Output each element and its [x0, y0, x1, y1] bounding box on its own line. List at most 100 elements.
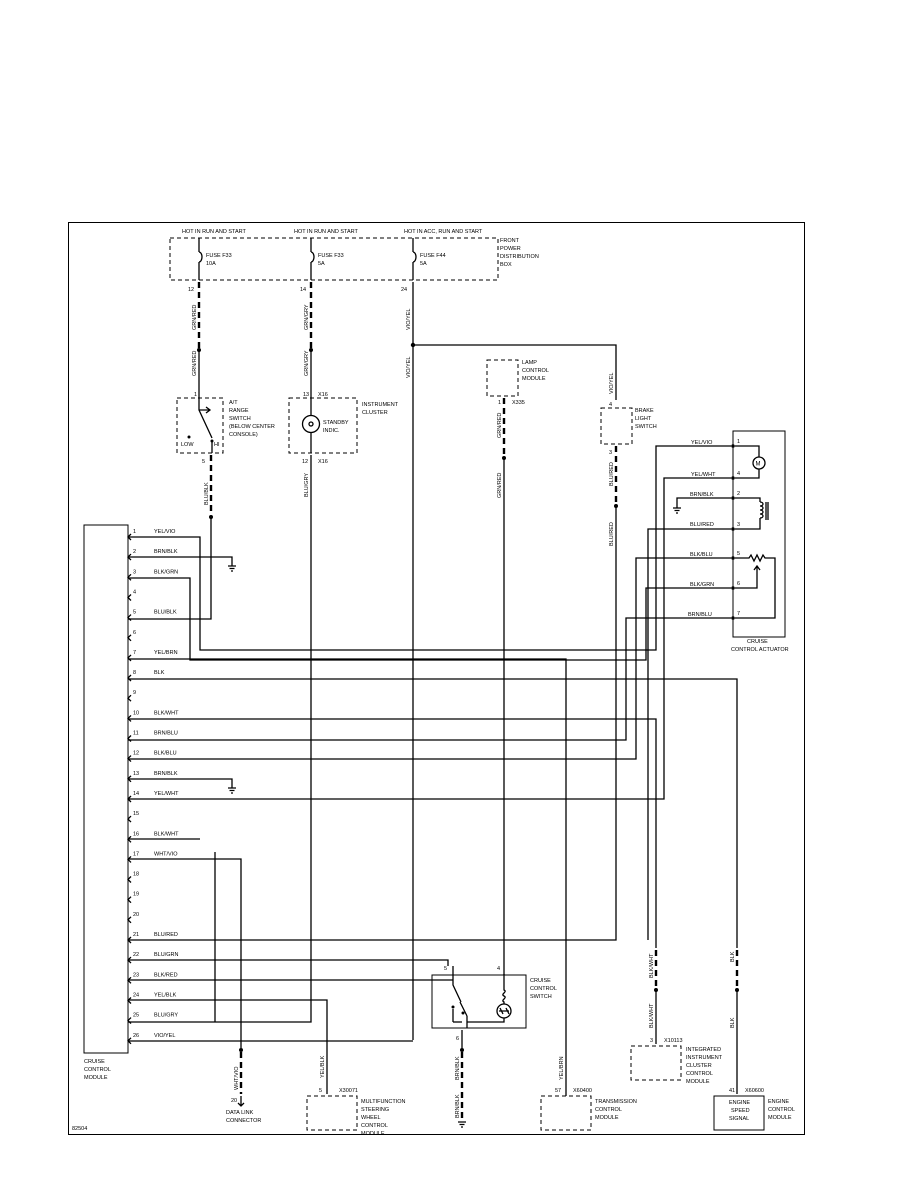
ccm-pin-number: 7: [133, 650, 136, 656]
range-label-1: A/T: [229, 400, 238, 406]
dlc-label-1: DATA LINK: [226, 1110, 254, 1116]
act-pin-6: 6: [737, 581, 740, 587]
fuse-1-pin: 12: [188, 287, 194, 293]
switch-contact-icon: [198, 398, 213, 439]
pdb-label-1: FRONT: [500, 238, 520, 244]
wire-label: YEL/BLK: [320, 1055, 326, 1078]
ccm-pin-terminal: [127, 735, 132, 742]
splice-dot: [239, 1048, 243, 1052]
ccs-pin-left: 5: [444, 966, 447, 972]
wire-vio-yel-brake: [413, 344, 617, 400]
ccm-pin-terminal: [127, 876, 132, 883]
wire-blk-grn: [128, 577, 731, 661]
power-distribution-box: HOT IN RUN AND START HOT IN RUN AND STAR…: [169, 229, 539, 293]
mfsw-label-2: STEERING: [361, 1107, 389, 1113]
wire-label: BLK/WHT: [649, 953, 655, 978]
ccm-wire-label: YEL/WHT: [154, 791, 179, 797]
resistor-icon: [502, 974, 506, 1004]
tcm-pin: 57: [555, 1088, 561, 1094]
wire-label: BLU/BLK: [204, 482, 210, 505]
ccm-pin-number: 3: [133, 569, 136, 575]
wire-label: GRN/RED: [497, 473, 503, 498]
ccm-wire-label: YEL/VIO: [154, 529, 176, 535]
range-hi-label: HI: [214, 442, 220, 448]
ccm-pin-terminal: [127, 634, 132, 642]
fuse-2-rating: 5A: [318, 261, 325, 267]
ccm-pin-terminal: [127, 795, 132, 803]
motor-label: M: [756, 462, 761, 468]
ccm-wire-label: BRN/BLK: [154, 771, 178, 777]
dlc-pin: 20: [231, 1098, 237, 1104]
ccs-label-3: SWITCH: [530, 994, 552, 1000]
bls-label-2: LIGHT: [635, 416, 652, 422]
ground-icon: [673, 507, 681, 514]
ic-indic-2: INDIC.: [323, 428, 340, 434]
wire-ccm-5: [128, 517, 212, 620]
wire-label: GRN/GRY: [304, 304, 310, 330]
wire-label: YEL/WHT: [691, 472, 716, 478]
ccm-label-2: CONTROL: [84, 1067, 111, 1073]
diagram-frame: [68, 222, 805, 1135]
ecm-signal-2: SPEED: [731, 1108, 750, 1114]
ccm-label-1: CRUISE: [84, 1059, 105, 1065]
ccm-pin-number: 18: [133, 872, 139, 878]
ccm-wire-label: BLU/GRY: [154, 1013, 178, 1019]
wire-label: YEL/BRN: [559, 1056, 565, 1080]
ecm-signal-3: SIGNAL: [729, 1116, 749, 1122]
ccm-pin-terminal: [127, 594, 132, 601]
mfsw-control-module: 5 X30071 MULTIFUNCTION STEERING WHEEL CO…: [306, 1088, 406, 1137]
ccm-pin-number: 16: [133, 831, 139, 837]
tcm-label-1: TRANSMISSION: [595, 1099, 637, 1105]
ccm-pin-terminal: [127, 1017, 132, 1025]
lcm-conn: X335: [512, 400, 525, 406]
ccm-pin-number: 15: [133, 811, 139, 817]
wire-label: BLK/WHT: [649, 1003, 655, 1028]
range-switch-pin-bottom: 5: [202, 459, 205, 465]
ccm-pin-terminal: [127, 694, 132, 702]
fuse-2-pin: 14: [300, 287, 306, 293]
data-link-connector: 20 DATA LINK CONNECTOR: [226, 1096, 261, 1124]
mfsw-label-1: MULTIFUNCTION: [361, 1099, 406, 1105]
ccm-pin-terminal: [127, 896, 132, 904]
instrument-cluster: 13 X16 STANDBY INDIC. INSTRUMENT CLUSTER…: [288, 392, 399, 465]
ccm-pin-terminal: [127, 674, 132, 682]
ic-indic-1: STANDBY: [323, 420, 349, 426]
lcm-label-2: CONTROL: [522, 368, 549, 374]
ecm-conn: X60600: [745, 1088, 764, 1094]
range-switch: 1 LOW HI A/T RANGE SWITCH (BELOW CENTER …: [176, 392, 275, 465]
wire-label: BRN/BLK: [455, 1056, 461, 1080]
wire-yel-blk: [128, 999, 328, 1094]
ccm-pin-terminal: [127, 533, 132, 541]
iccm-label-2: INSTRUMENT: [686, 1055, 723, 1061]
bls-label-3: SWITCH: [635, 424, 657, 430]
mfsw-label-3: WHEEL: [361, 1115, 381, 1121]
iccm-label-5: MODULE: [686, 1079, 710, 1085]
indicator-lamp-icon: [301, 414, 321, 434]
solenoid-coil-icon: [759, 501, 764, 519]
ccm-pin-number: 24: [133, 993, 139, 999]
pdb-label-4: BOX: [500, 262, 512, 268]
act-pin-7: 7: [737, 611, 740, 617]
lcm-label-1: LAMP: [522, 360, 537, 366]
ccm-pin-number: 14: [133, 791, 139, 797]
wire-label: VIO/YEL: [609, 373, 615, 394]
range-label-4: (BELOW CENTER: [229, 424, 275, 430]
wire-label: BLK/GRN: [690, 582, 714, 588]
ccm-wire-label: BRN/BLU: [154, 731, 178, 737]
act-pin-4: 4: [737, 471, 740, 477]
lamp-control-module: LAMP CONTROL MODULE 1 X335: [486, 359, 549, 406]
tcm-label-2: CONTROL: [595, 1107, 622, 1113]
ccm-pin-number: 21: [133, 932, 139, 938]
actuator-pins: [731, 444, 735, 620]
ecm-pin: 41: [729, 1088, 735, 1094]
ccm-pin-number: 23: [133, 972, 139, 978]
brake-light-switch: 4 3 BRAKE LIGHT SWITCH: [600, 402, 657, 456]
dlc-label-2: CONNECTOR: [226, 1118, 261, 1124]
ecm-label-2: CONTROL: [768, 1107, 795, 1113]
cruise-control-module: CRUISE CONTROL MODULE: [83, 524, 129, 1081]
ground-icon: [228, 565, 236, 572]
fuse-3-rating: 5A: [420, 261, 427, 267]
splice-dot: [460, 1048, 464, 1052]
wire-blu-grn: [128, 959, 449, 966]
